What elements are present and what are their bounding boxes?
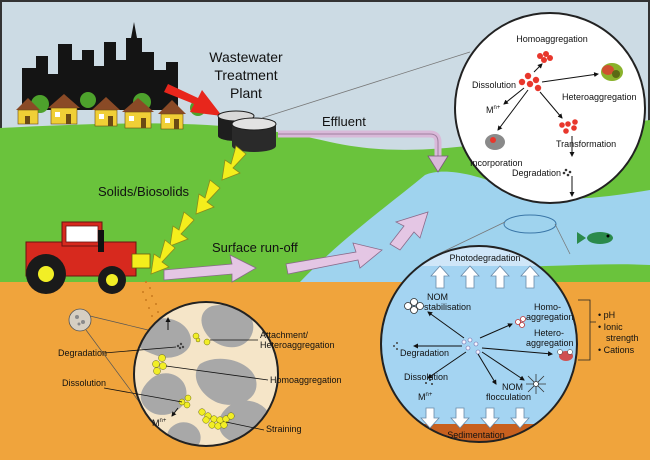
wwtp-label-1: Wastewater xyxy=(209,49,283,65)
water-hetero-label-2: aggregation xyxy=(526,338,574,348)
water-homo-label-1: Homo- xyxy=(534,302,561,312)
water-zoom-outline xyxy=(503,214,557,234)
soil-straining-label: Straining xyxy=(266,424,302,434)
water-dissolution-label: Dissolution xyxy=(404,372,448,382)
water-mn-label: Mn+ xyxy=(418,392,433,402)
wwtp-label-2: Treatment xyxy=(214,67,277,83)
runoff-label: Surface run-off xyxy=(212,240,298,255)
small-particle-icon xyxy=(68,308,92,332)
soil-mn-label: Mn+ xyxy=(152,418,167,428)
water-photodegradation-label: Photodegradation xyxy=(449,253,520,263)
factors-bracket xyxy=(578,299,596,361)
fish-icon xyxy=(577,232,613,244)
tractor-icon xyxy=(25,221,151,294)
red-arrow xyxy=(164,84,222,116)
treatment-plant-icon xyxy=(217,110,277,152)
top-homoaggregation-label: Homoaggregation xyxy=(516,34,588,44)
top-heteroaggregation-label: Heteroaggregation xyxy=(562,92,637,102)
effluent-label: Effluent xyxy=(322,114,366,129)
zoom-line-top xyxy=(261,51,471,119)
soil-zoom-circle xyxy=(133,301,279,447)
soil-dissolution-label: Dissolution xyxy=(62,378,106,388)
water-homo-label-2: aggregation xyxy=(526,312,574,322)
factor-strength-label: strength xyxy=(606,333,639,343)
zoom-line-soil-a xyxy=(89,315,149,331)
top-incorporation-label: Incorporation xyxy=(470,158,523,168)
runoff-arrows xyxy=(163,211,429,283)
water-degradation-label: Degradation xyxy=(400,348,449,358)
top-dissolution-label: Dissolution xyxy=(472,80,516,90)
zoom-line-water-b xyxy=(554,223,571,255)
effluent-zoom-circle xyxy=(454,12,646,204)
water-hetero-label-1: Hetero- xyxy=(534,328,564,338)
effluent-arrowhead xyxy=(427,155,449,173)
top-transformation-label: Transformation xyxy=(556,139,616,149)
river-lake xyxy=(470,205,650,267)
water-nom-stab-label-2: stabilisation xyxy=(424,302,471,312)
spray-dots xyxy=(142,281,159,317)
top-degradation-label: Degradation xyxy=(512,168,561,178)
soil-homoaggregation-label: Homoaggregation xyxy=(270,375,342,385)
water-nom-stab-label-1: NOM xyxy=(427,292,448,302)
soil-attachment-label-2: Heteroaggregation xyxy=(260,340,335,350)
solids-arrows xyxy=(150,145,247,275)
water-nom-floc-label-1: NOM xyxy=(502,382,523,392)
top-mn-label: Mn+ xyxy=(486,105,501,115)
soil-degradation-label: Degradation xyxy=(58,348,107,358)
water-sedimentation-label: Sedimentation xyxy=(447,430,505,440)
water-nom-floc-label-2: flocculation xyxy=(486,392,531,402)
soil-attachment-label-1: Attachment/ xyxy=(260,330,309,340)
factor-cations-label: • Cations xyxy=(598,345,635,355)
factor-ionic-label: • Ionic xyxy=(598,322,623,332)
factor-ph-label: • pH xyxy=(598,310,615,320)
wwtp-label-3: Plant xyxy=(230,85,262,101)
solids-label: Solids/Biosolids xyxy=(98,184,190,199)
